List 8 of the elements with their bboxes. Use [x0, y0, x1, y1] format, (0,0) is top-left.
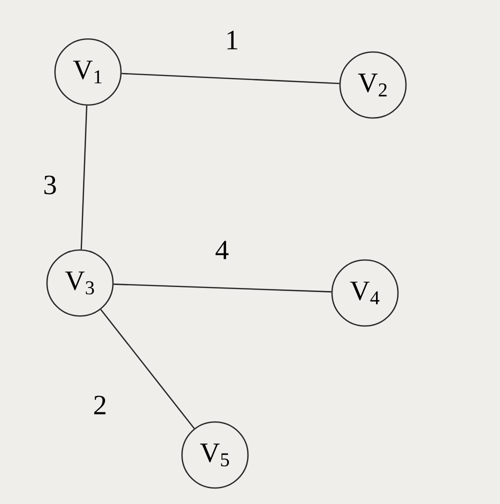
- edge-line: [80, 106, 88, 250]
- edge-line: [100, 309, 195, 429]
- edge-line: [122, 72, 340, 84]
- edge-weight: 3: [41, 174, 59, 196]
- edge-weight: 2: [91, 394, 109, 416]
- edge-line: [114, 284, 332, 292]
- edge-weight: 1: [223, 28, 241, 52]
- edge-weight: 4: [213, 238, 231, 262]
